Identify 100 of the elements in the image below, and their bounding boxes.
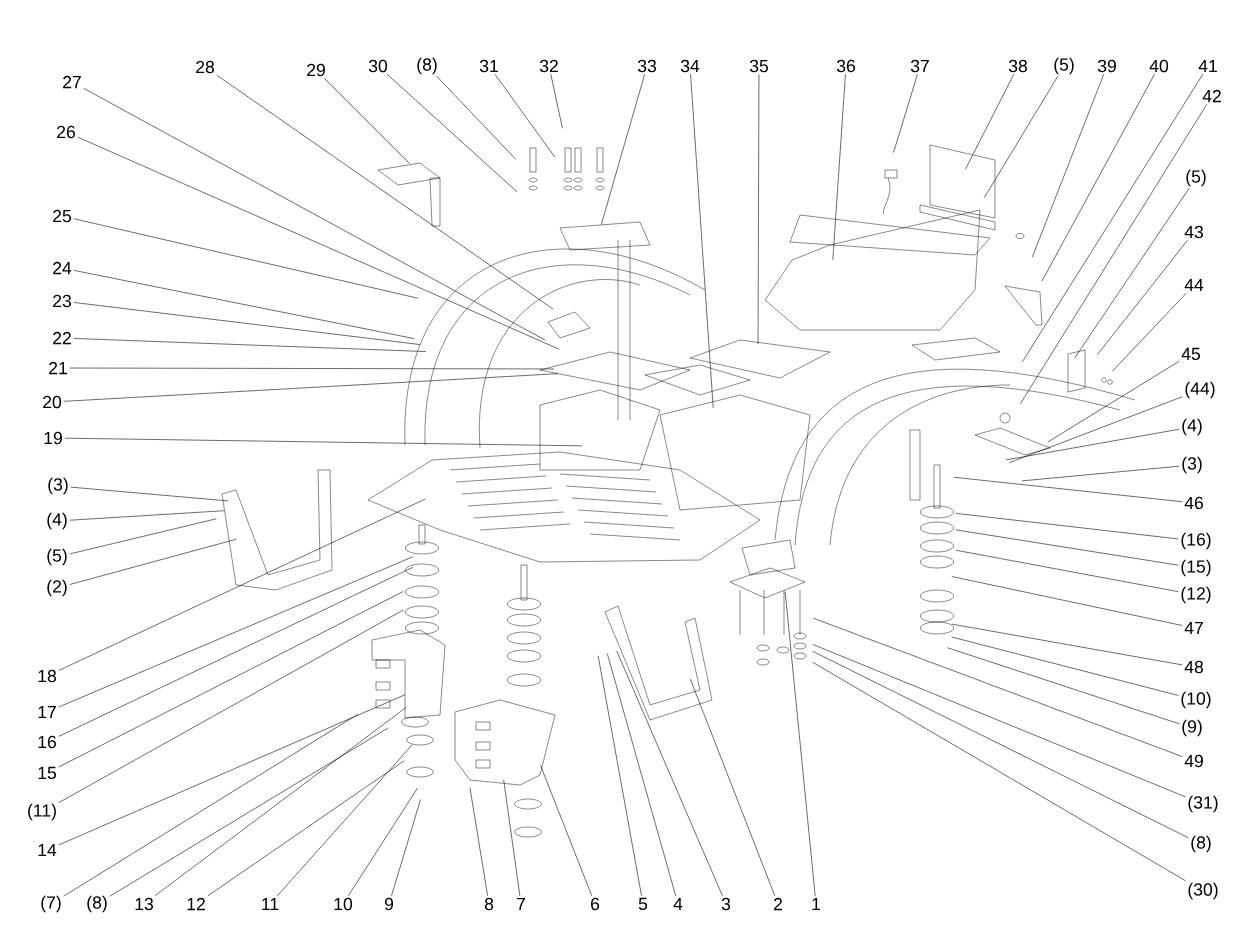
callout-number: 24 (53, 261, 72, 275)
callout-number: 48 (1184, 660, 1203, 674)
leader-line (832, 73, 846, 261)
callout-number: 21 (49, 361, 67, 375)
callout-number: (10) (1181, 691, 1211, 709)
leader-line (955, 513, 1179, 540)
leader-line (70, 486, 229, 502)
callout-number: 37 (910, 59, 929, 73)
callout-number: (8) (417, 57, 437, 75)
callout-number: 19 (44, 431, 62, 445)
leader-line (207, 760, 405, 897)
callout-number: (15) (1181, 559, 1211, 577)
callout-number: 6 (591, 897, 600, 911)
leader-line (69, 518, 217, 555)
leader-line (391, 799, 421, 897)
leader-line (58, 566, 414, 737)
callout-number: 32 (539, 59, 558, 73)
leader-line (597, 655, 642, 897)
callout-number: 35 (749, 59, 769, 73)
leader-line (1032, 73, 1105, 258)
callout-number: 45 (1181, 347, 1201, 361)
leader-line (1022, 73, 1204, 363)
callout-number: (4) (47, 512, 67, 530)
leader-line (58, 609, 404, 803)
leader-line (323, 77, 410, 164)
leader-line (951, 636, 1179, 696)
callout-number: (3) (1182, 456, 1202, 474)
leader-line (955, 549, 1179, 592)
callout-number: 12 (187, 897, 205, 911)
callout-number: 10 (334, 897, 353, 911)
callout-number: (5) (47, 548, 67, 566)
callout-number: 15 (38, 766, 57, 780)
leader-line (58, 694, 406, 846)
callout-number: (12) (1181, 586, 1211, 604)
leader-line (83, 88, 546, 341)
leader-line (951, 623, 1183, 666)
callout-number: (3) (48, 477, 68, 495)
leader-line (616, 650, 723, 897)
callout-number: 16 (38, 735, 56, 749)
leader-line (784, 591, 816, 897)
leader-line (58, 591, 404, 768)
callout-number: 49 (1184, 754, 1203, 768)
callout-number: 41 (1198, 59, 1217, 73)
callout-number: (30) (1188, 882, 1218, 900)
callout-number: 5 (638, 897, 648, 911)
leader-line (893, 73, 918, 153)
leader-line (1021, 465, 1180, 482)
leader-line (540, 764, 593, 897)
leader-line (154, 706, 407, 897)
leader-line (77, 136, 560, 350)
leader-line (1005, 428, 1180, 461)
leader-line (947, 647, 1180, 725)
callout-number: (16) (1181, 532, 1211, 550)
callout-number: 34 (680, 59, 700, 73)
callout-number: 36 (836, 59, 855, 73)
callout-number: 28 (196, 60, 214, 74)
leader-line (757, 73, 760, 345)
callout-number: 7 (517, 897, 525, 911)
callout-number: 29 (307, 63, 325, 77)
leader-line (69, 367, 555, 370)
leader-line (965, 73, 1015, 170)
callout-number: 40 (1149, 59, 1169, 73)
callout-number: (4) (1182, 418, 1202, 436)
leader-line (216, 74, 554, 310)
callout-number: 46 (1184, 496, 1203, 510)
callout-number: 9 (384, 897, 394, 911)
callout-number: 47 (1184, 621, 1203, 635)
callout-number: 18 (38, 669, 56, 683)
leader-line (436, 75, 517, 160)
callout-number: (9) (1182, 719, 1202, 737)
callout-number: 13 (135, 897, 153, 911)
leader-line (812, 661, 1186, 882)
leader-line (109, 727, 389, 897)
leader-line (494, 73, 556, 158)
callout-number: (8) (87, 895, 107, 913)
leader-line (73, 302, 421, 345)
leader-line (503, 779, 521, 897)
callout-number: 39 (1097, 59, 1116, 73)
leader-line (983, 75, 1059, 199)
leader-line (812, 651, 1189, 838)
leader-line (58, 498, 426, 671)
leader-line (955, 529, 1179, 566)
callout-number: (44) (1185, 381, 1215, 399)
callout-number: 8 (484, 897, 494, 911)
leader-line (953, 476, 1183, 503)
callout-number: (2) (47, 579, 67, 597)
leader-line (812, 617, 1183, 757)
leader-line (1074, 187, 1190, 359)
callout-number: 1 (812, 897, 821, 911)
callout-number: (31) (1188, 795, 1218, 813)
callout-number: (7) (41, 895, 61, 913)
leader-line (348, 787, 418, 897)
leader-line (73, 218, 419, 299)
leader-line (64, 437, 583, 447)
callout-number: 26 (57, 125, 75, 139)
leader-line (469, 787, 488, 897)
leader-line (1047, 360, 1180, 443)
callout-number: 23 (53, 294, 71, 308)
leader-line (550, 73, 563, 129)
callout-number: 20 (43, 395, 62, 409)
